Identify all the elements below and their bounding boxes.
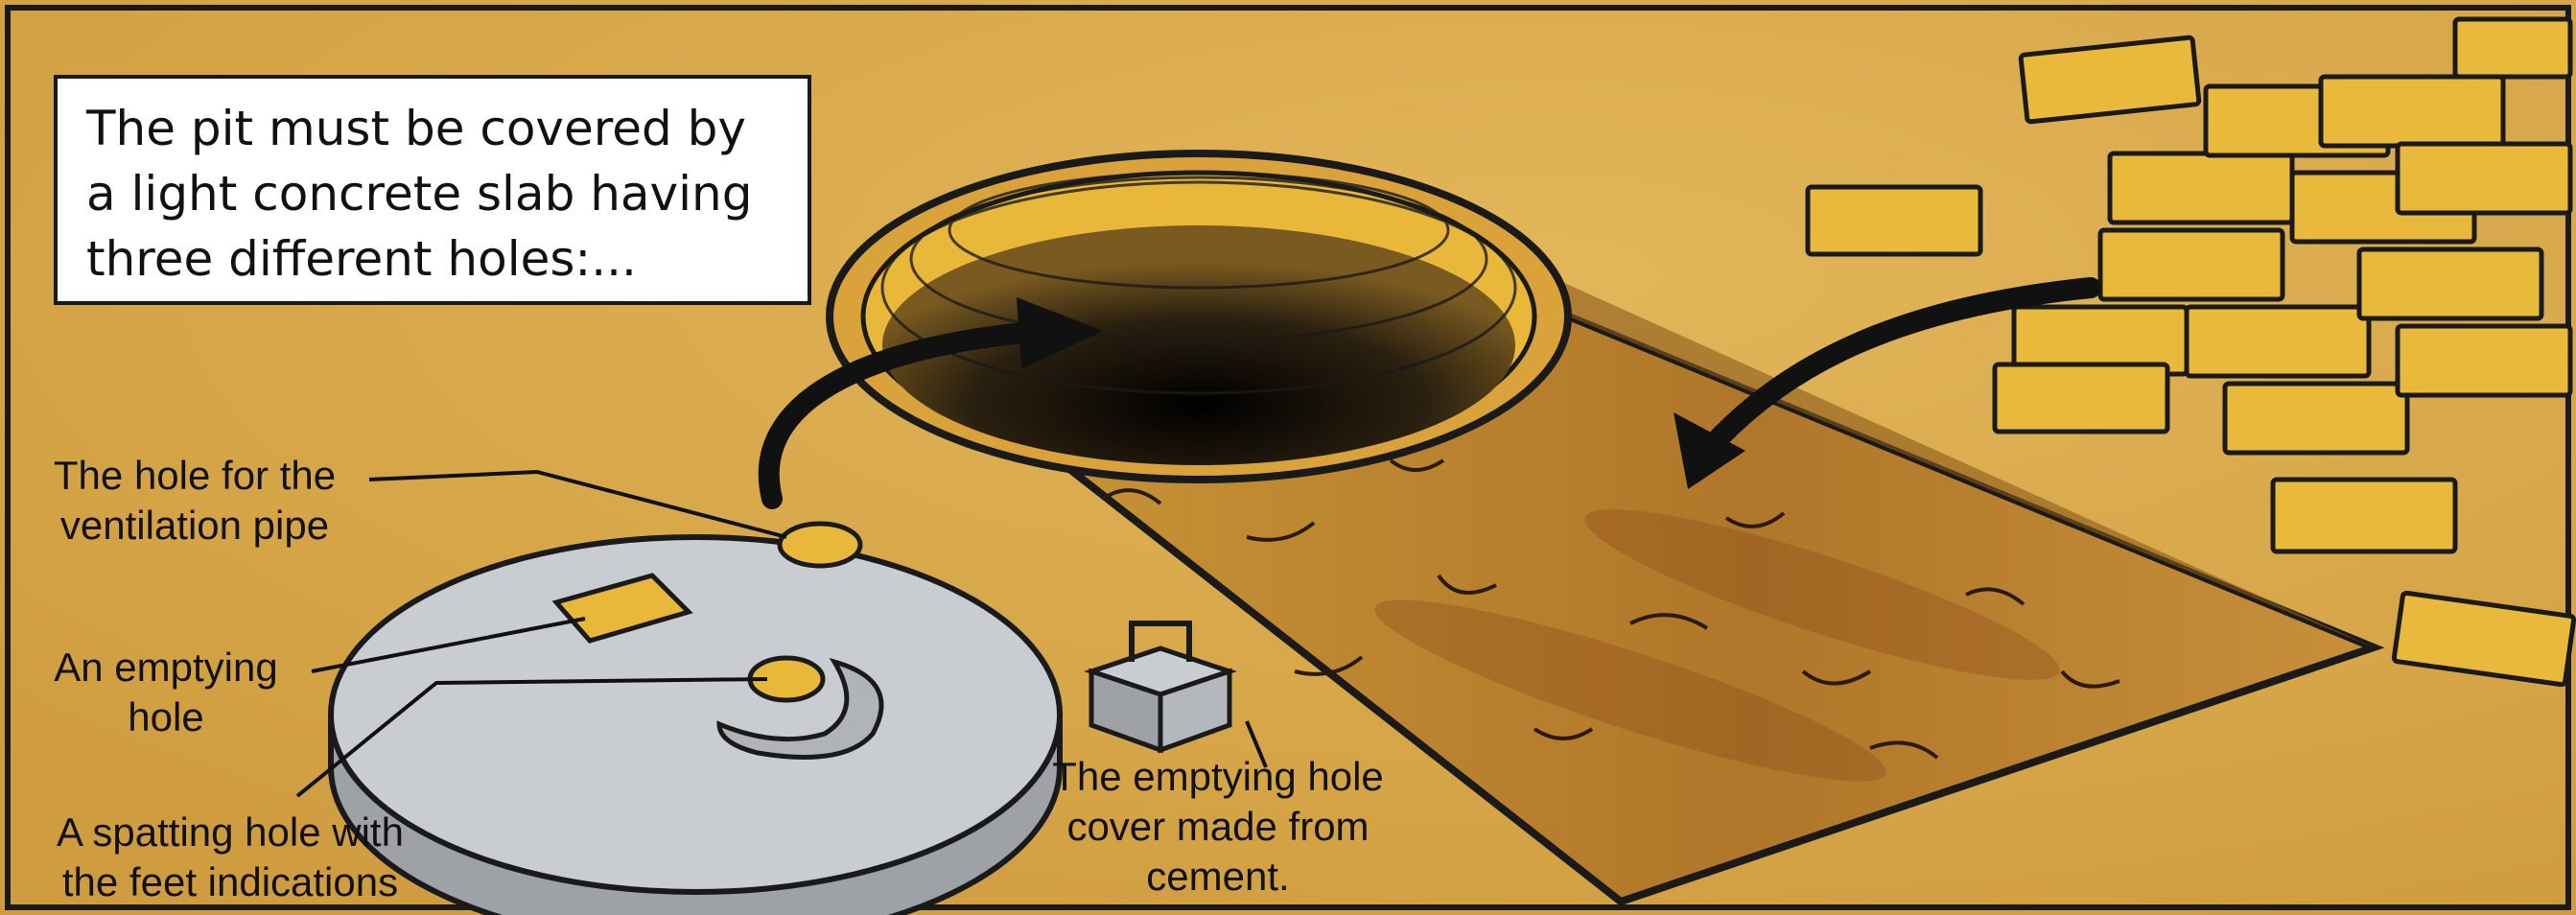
label-emptying-hole: An emptying hole	[27, 643, 305, 742]
caption-line-3: three different holes:...	[86, 226, 808, 292]
caption-box: The pit must be covered by a light concr…	[54, 75, 811, 305]
caption-line-2: a light concrete slab having	[86, 161, 808, 226]
ventilation-hole	[780, 524, 860, 566]
caption-line-1: The pit must be covered by	[86, 96, 808, 161]
label-cement-cover: The emptying hole cover made from cement…	[1017, 752, 1419, 902]
brick-lined-pit	[830, 153, 1568, 480]
label-squatting-hole: A spatting hole with the feet indication…	[19, 808, 441, 907]
label-ventilation-hole: The hole for the ventilation pipe	[27, 451, 363, 551]
